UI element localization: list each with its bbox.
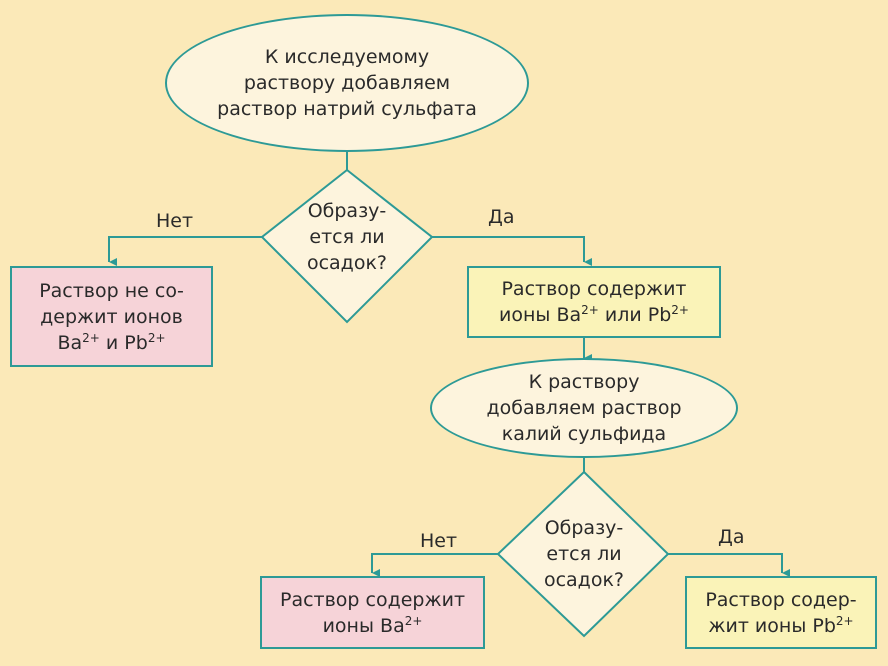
- result-ba-line2: ионы Ba2+: [280, 613, 465, 639]
- decision1-line2: ется ли: [309, 226, 385, 248]
- decision2-diamond: [496, 470, 670, 638]
- connector-decision1-yes: [432, 236, 592, 266]
- start-line3: раствор натрий сульфата: [217, 98, 477, 120]
- connector-word: и: [105, 331, 119, 354]
- step2-line2: добавляем раствор: [486, 397, 682, 419]
- ion-pb: Pb: [124, 331, 148, 354]
- decision2-text: Образу- ется ли осадок?: [527, 509, 641, 599]
- decision1-yes-label: Да: [488, 206, 515, 228]
- start-line2: раствору добавляем: [243, 72, 451, 94]
- decision2-yes-label: Да: [718, 526, 745, 548]
- decision1-text: Образу- ется ли осадок?: [290, 192, 404, 282]
- decision1-line1: Образу-: [307, 200, 387, 222]
- ion-pb: Pb: [812, 614, 836, 637]
- ion-ba-charge: 2+: [581, 303, 599, 317]
- ion-ba-charge: 2+: [82, 330, 100, 345]
- ions-word: ионы: [498, 304, 551, 326]
- decision1-line3: осадок?: [306, 252, 388, 274]
- result-pb-box: Раствор содер- жит ионы Pb2+: [685, 576, 877, 649]
- decision2-line1: Образу-: [544, 517, 624, 539]
- ion-ba-charge: 2+: [404, 613, 423, 628]
- step2-line1: К раствору: [528, 371, 640, 393]
- connector-decision2-no: [371, 553, 498, 577]
- connector-decision1-no: [108, 236, 262, 266]
- ion-ba: Ba: [556, 304, 582, 326]
- decision2-no-label: Нет: [420, 530, 458, 552]
- connector-word: или: [604, 304, 642, 326]
- result-ba-or-pb-box: Раствор содержит ионы Ba2+ или Pb2+: [467, 266, 721, 338]
- ion-ba: Ba: [380, 614, 405, 637]
- step2-line3: калий сульфида: [501, 423, 667, 445]
- result-ba-line1: Раствор содержит: [279, 588, 466, 611]
- decision2-line3: осадок?: [543, 569, 625, 591]
- result-pb-line1: Раствор содер-: [705, 588, 857, 611]
- ions-word: жит ионы: [708, 614, 807, 637]
- decision1-no-label: Нет: [156, 210, 194, 232]
- decision1-diamond: [260, 168, 434, 324]
- result-no-ions-box: Раствор не со- держит ионов Ba2+ и Pb2+: [10, 266, 213, 367]
- result-no-ions-line1: Раствор не со-: [39, 279, 184, 302]
- connector-decision2-yes: [668, 553, 790, 577]
- step2-ellipse: К раствору добавляем раствор калий сульф…: [430, 358, 738, 458]
- result-ba-or-pb-line1: Раствор содержит: [501, 278, 687, 300]
- ion-pb-charge: 2+: [835, 613, 854, 628]
- ion-ba: Ba: [57, 331, 83, 354]
- result-no-ions-line2: держит ионов: [40, 305, 183, 328]
- ion-pb-charge: 2+: [147, 330, 166, 345]
- ion-pb: Pb: [647, 304, 672, 326]
- result-ba-or-pb-line2: ионы Ba2+ или Pb2+: [499, 302, 689, 328]
- decision2-line2: ется ли: [546, 543, 622, 565]
- start-line1: К исследуемому: [264, 46, 430, 68]
- start-ellipse: К исследуемому раствору добавляем раство…: [165, 14, 529, 152]
- result-ba-box: Раствор содержит ионы Ba2+: [260, 576, 485, 649]
- result-pb-line2: жит ионы Pb2+: [705, 613, 856, 639]
- result-no-ions-line3: Ba2+ и Pb2+: [39, 330, 184, 356]
- ions-word: ионы: [322, 614, 374, 637]
- ion-pb-charge: 2+: [671, 303, 689, 317]
